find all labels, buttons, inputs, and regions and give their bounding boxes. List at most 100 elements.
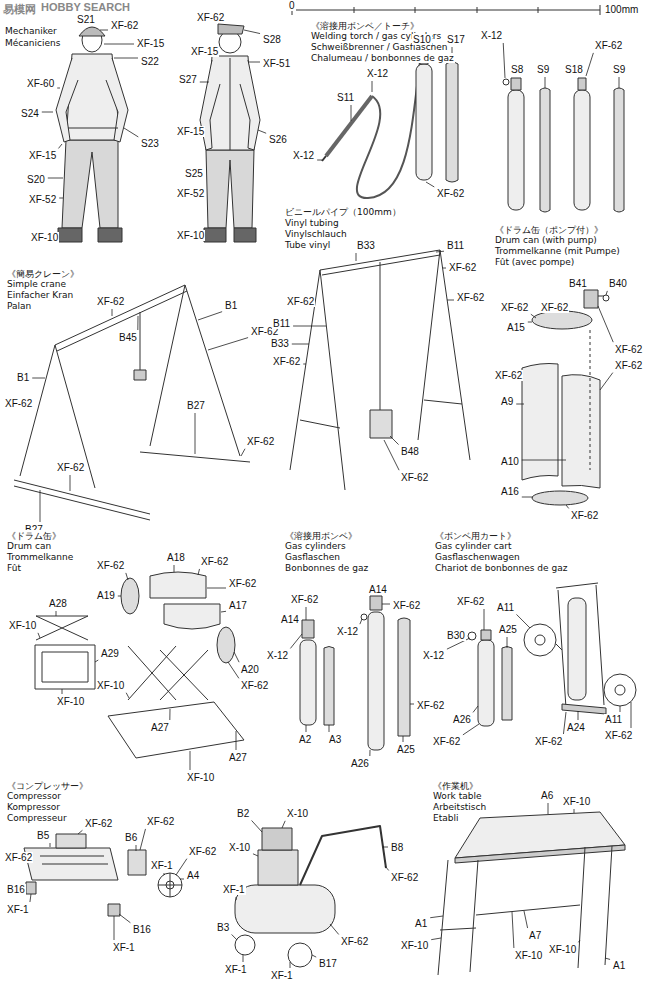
- compressor: [26, 882, 36, 894]
- leader-line: [436, 251, 444, 253]
- part-label: XF-1: [270, 970, 294, 981]
- part-label: S21: [76, 14, 96, 25]
- leader-line: [126, 693, 129, 698]
- leader-line: [244, 30, 260, 34]
- leader-line: [516, 404, 524, 405]
- part-label: XF-10: [400, 940, 429, 951]
- leader-line: [606, 291, 607, 295]
- mechanic-figure: [230, 58, 231, 150]
- scale-ruler: [415, 7, 416, 13]
- gas-cylinder-cart: [502, 647, 512, 721]
- leader-line: [403, 736, 404, 742]
- part-label: XF-62: [196, 12, 225, 23]
- part-label: B17: [318, 958, 338, 969]
- part-label: S28: [262, 34, 282, 45]
- part-label: B2: [236, 808, 250, 819]
- simple-crane: [20, 345, 55, 476]
- leader-line: [62, 689, 63, 694]
- part-label: B1: [224, 300, 238, 311]
- part-label: B33: [270, 338, 290, 349]
- welding-torch: [416, 64, 432, 180]
- leader-line: [124, 128, 138, 137]
- leader-line: [548, 803, 549, 814]
- part-label: XF-51: [262, 58, 291, 69]
- part-label: A27: [150, 722, 170, 733]
- part-label: S11: [336, 92, 355, 103]
- part-label: A29: [100, 648, 120, 659]
- leader-line: [293, 326, 326, 327]
- part-label: XF-62: [594, 40, 623, 51]
- leader-line: [351, 105, 352, 121]
- mechanic-figure: [206, 150, 254, 228]
- simple-crane-assembled: [440, 250, 470, 460]
- drum-can: [164, 604, 220, 629]
- compressor: [108, 904, 120, 916]
- leader-line: [236, 731, 237, 750]
- compressor: [235, 885, 335, 933]
- leader-line: [484, 609, 485, 630]
- part-label: A17: [228, 600, 248, 611]
- part-label: XF-62: [392, 600, 421, 611]
- part-label: X-12: [266, 650, 289, 661]
- compressor: [24, 848, 118, 880]
- part-label: XF-62: [272, 356, 301, 367]
- part-label: XF-62: [188, 846, 217, 857]
- watermark: 易模网: [2, 2, 37, 17]
- gas-cylinder: [508, 90, 524, 210]
- gas-cylinder: [302, 620, 314, 638]
- part-label: A9: [500, 396, 514, 407]
- part-label: A25: [396, 744, 416, 755]
- leader-line: [329, 725, 330, 732]
- compressor: [300, 826, 386, 885]
- compressor: [158, 885, 182, 886]
- drum-can: [128, 646, 176, 700]
- leader-line: [430, 916, 443, 918]
- part-label: B33: [356, 240, 376, 251]
- gas-cylinder-cart: [596, 585, 604, 705]
- gas-cylinder: [578, 78, 586, 90]
- part-label: XF-62: [614, 360, 643, 371]
- leader-line: [228, 662, 239, 678]
- part-label: A7: [528, 930, 542, 941]
- gas-cylinder: [368, 612, 384, 750]
- section-heading: Arbeitstisch: [432, 802, 487, 812]
- leader-line: [174, 565, 175, 572]
- mechanic-figure: [218, 24, 244, 34]
- part-label: XF-62: [84, 818, 113, 829]
- leader-line: [317, 160, 322, 161]
- section-heading: Drum can: [6, 541, 52, 551]
- drum-can: [36, 616, 88, 617]
- scale-ruler: [354, 7, 355, 13]
- section-heading: Palan: [6, 301, 32, 311]
- part-label: B6: [124, 832, 138, 843]
- leader-line: [384, 440, 399, 470]
- leader-line: [507, 637, 508, 648]
- simple-crane-assembled: [380, 262, 381, 410]
- part-label: S10: [412, 34, 432, 45]
- part-label: XF-1: [6, 904, 30, 915]
- welding-torch: [326, 96, 372, 156]
- compressor: [235, 826, 386, 967]
- part-label: A2: [298, 734, 312, 745]
- gas-cylinder-cart: [556, 583, 598, 588]
- part-label: A15: [506, 322, 526, 333]
- gas-cylinder: [511, 78, 521, 90]
- gas-cylinder: [324, 647, 334, 726]
- part-label: S26: [268, 134, 288, 145]
- part-label: XF-62: [286, 296, 315, 307]
- compressor: [288, 943, 312, 967]
- mechanic-figure: [68, 128, 118, 129]
- part-label: XF-1: [112, 942, 136, 953]
- section-heading: Work table: [432, 791, 482, 801]
- leader-line: [605, 958, 610, 959]
- part-label: B3: [216, 922, 230, 933]
- drum-can: [217, 627, 235, 663]
- part-label: XF-62: [96, 560, 125, 571]
- part-label: S8: [510, 64, 524, 75]
- work-table: [470, 860, 478, 972]
- gas-cylinder-cart: [556, 644, 562, 650]
- part-label: A3: [328, 734, 342, 745]
- scale-ruler: [538, 7, 539, 13]
- part-label: A11: [604, 714, 623, 725]
- leader-line: [30, 894, 31, 902]
